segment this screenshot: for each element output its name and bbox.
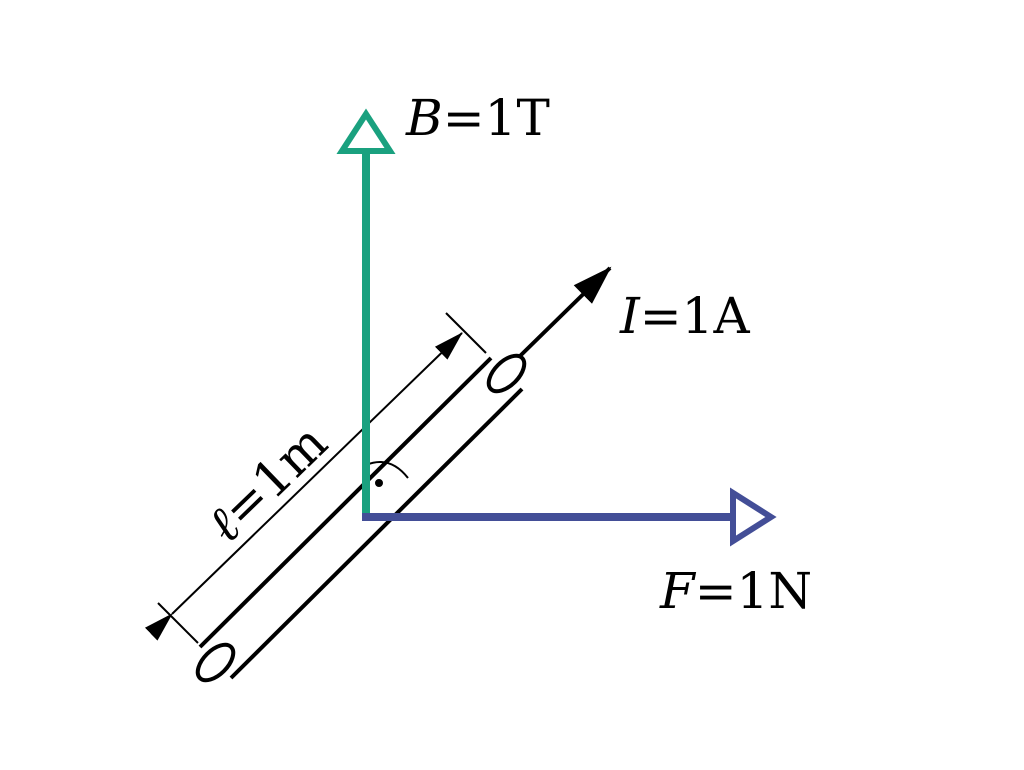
- force-value: =1N: [695, 562, 812, 620]
- magnetic-field-arrowhead: [336, 108, 396, 154]
- magnetic-field-symbol: B: [405, 89, 443, 147]
- right-angle-dot: [375, 479, 383, 487]
- magnetic-field-vector: [336, 108, 396, 521]
- current-label: I=1A: [619, 287, 750, 345]
- length-extension-top: [445, 312, 487, 354]
- magnetic-field-value: =1T: [443, 89, 550, 147]
- force-arrowhead: [730, 487, 777, 547]
- magnetic-field-label: B=1T: [405, 89, 550, 147]
- length-dimension-line: [144, 332, 463, 641]
- rod-far-end: [486, 353, 527, 394]
- force-vector: [362, 487, 777, 547]
- length-dimension: [144, 312, 487, 644]
- force-label: F=1N: [659, 562, 812, 620]
- force-symbol: F: [659, 562, 697, 620]
- current-value: =1A: [640, 287, 751, 345]
- rod-lower-edge: [229, 387, 524, 680]
- current-symbol: I: [619, 287, 641, 345]
- current-arrow: [518, 266, 612, 358]
- rod-near-end: [195, 642, 236, 683]
